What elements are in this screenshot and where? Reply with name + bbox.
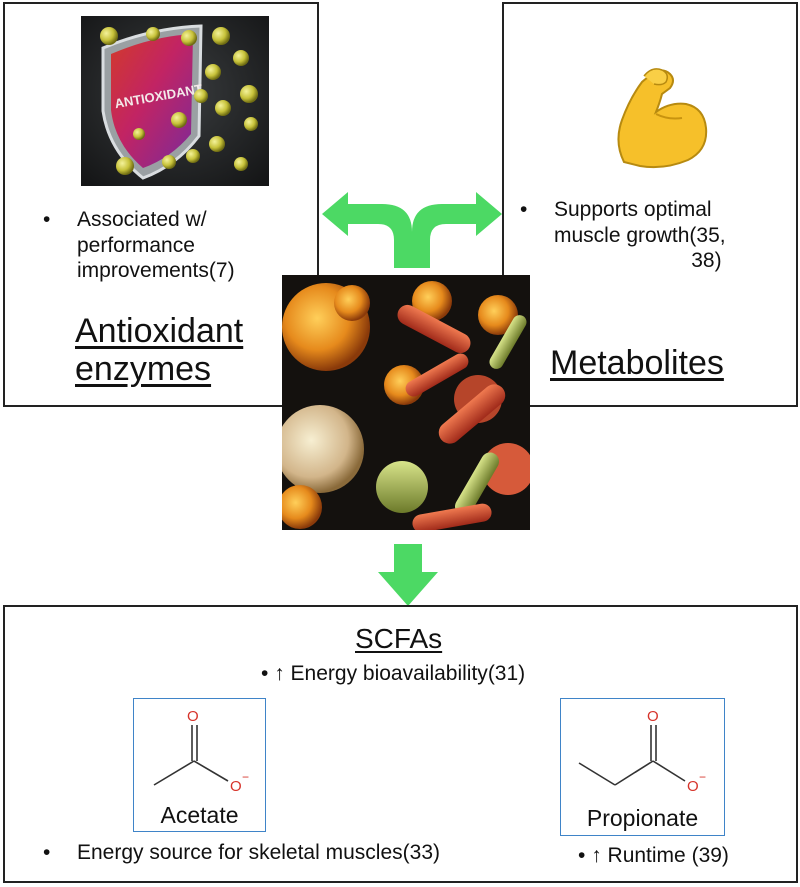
metabolites-bullet-line1: Supports optimal xyxy=(554,198,712,221)
metabolites-bullet: • Supports optimal muscle growth(35, 38) xyxy=(520,197,726,274)
antioxidant-shield-image: ANTIOXIDANT xyxy=(81,16,269,186)
scfas-heading: SCFAs xyxy=(355,623,443,654)
metabolites-bullet-line2: muscle growth xyxy=(554,223,690,247)
antioxidant-bullet: • Associated w/ performance improvements… xyxy=(43,207,235,284)
propionate-oxygen-minus: O xyxy=(687,778,699,795)
antioxidant-bullet-line2: performance xyxy=(77,233,195,257)
skeletal-muscles-bullet: • Energy source for skeletal muscles(33) xyxy=(43,840,440,866)
propionate-molecule-box: O O − Propionate xyxy=(560,698,725,836)
acetate-structure: O O − xyxy=(153,708,249,795)
acetate-label: Acetate xyxy=(160,802,239,828)
runtime-ref: (39) xyxy=(691,844,729,867)
bullet-dot: • xyxy=(43,208,51,231)
microbiome-image xyxy=(282,275,530,530)
flexed-biceps-icon xyxy=(617,68,708,169)
skeletal-muscles-ref: (33) xyxy=(402,841,440,864)
metabolites-ref-line1: (35, xyxy=(689,223,726,247)
propionate-oxygen-top: O xyxy=(647,708,659,725)
up-arrow-icon: ↑ xyxy=(274,662,285,685)
antioxidant-heading: Antioxidant enzymes xyxy=(75,312,243,388)
acetate-molecule-box: O O − Acetate xyxy=(133,698,266,832)
down-arrow xyxy=(378,544,438,606)
runtime-bullet: • ↑ Runtime (39) xyxy=(578,843,729,869)
antioxidant-panel: ANTIOXIDANT • Associated w/ performance … xyxy=(3,2,319,407)
metabolites-heading: Metabolites xyxy=(550,344,724,382)
propionate-label: Propionate xyxy=(586,805,699,831)
metabolites-ref-line2: 38) xyxy=(691,249,722,273)
runtime-text: Runtime xyxy=(607,844,686,867)
acetate-oxygen-minus: O xyxy=(230,778,242,795)
acetate-charge: − xyxy=(242,770,249,784)
antioxidant-heading-line2: enzymes xyxy=(75,350,212,389)
acetate-oxygen-top: O xyxy=(187,708,199,725)
energy-bioavailability-ref: (31) xyxy=(487,662,526,685)
antioxidant-bullet-line1: Associated w/ xyxy=(77,208,207,231)
split-arrow xyxy=(322,192,502,268)
bullet-dot: • xyxy=(520,198,528,221)
energy-bioavailability-text: Energy bioavailability xyxy=(290,662,488,685)
energy-bioavailability-bullet: • ↑ Energy bioavailability(31) xyxy=(261,661,525,687)
bullet-dot: • xyxy=(43,841,51,864)
metabolites-panel: • Supports optimal muscle growth(35, 38)… xyxy=(502,2,798,407)
antioxidant-bullet-line3: improvements xyxy=(77,259,209,283)
scfas-panel: SCFAs • ↑ Energy bioavailability(31) O O… xyxy=(3,605,798,883)
bullet-dot: • xyxy=(261,662,275,685)
bullet-dot: • xyxy=(578,844,592,867)
propionate-charge: − xyxy=(699,770,706,784)
antioxidant-ref: (7) xyxy=(208,259,235,283)
up-arrow-icon: ↑ xyxy=(591,844,602,867)
propionate-structure: O O − xyxy=(578,708,706,795)
skeletal-muscles-text: Energy source for skeletal muscles xyxy=(77,841,403,864)
antioxidant-heading-line1: Antioxidant xyxy=(75,312,244,350)
